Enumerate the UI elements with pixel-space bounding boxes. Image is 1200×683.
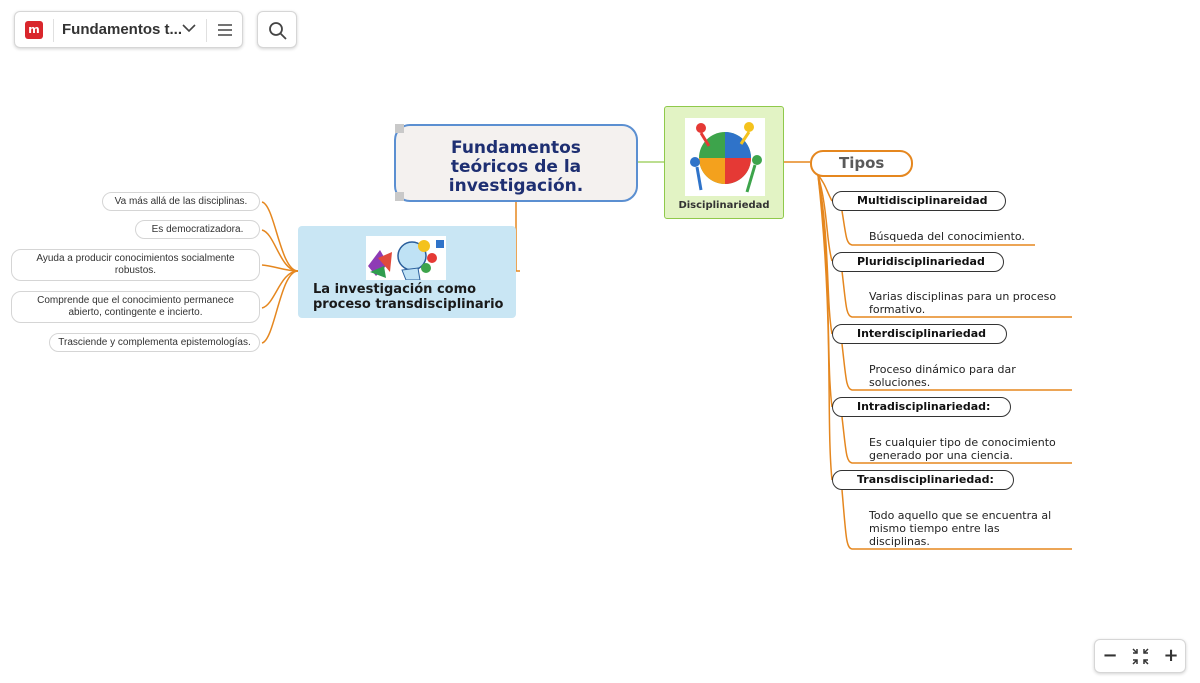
discipline-label: Disciplinariedad xyxy=(678,200,770,211)
puzzle-figures-image xyxy=(685,118,765,196)
zoom-out-button[interactable]: − xyxy=(1102,645,1118,666)
central-topic-line: Fundamentos xyxy=(451,138,581,158)
type-description: Búsqueda del conocimiento. xyxy=(869,230,1025,243)
map-title[interactable]: Fundamentos t... xyxy=(62,21,182,38)
central-topic-line: teóricos de la xyxy=(450,157,582,177)
type-node-pluri[interactable]: Pluridisciplinariedad xyxy=(832,252,1004,272)
leaf-node[interactable]: Ayuda a producir conocimientos socialmen… xyxy=(11,249,260,281)
fit-to-screen-icon[interactable] xyxy=(1132,648,1149,665)
type-description: Varias disciplinas para un proceso forma… xyxy=(869,290,1057,316)
central-topic-line: investigación. xyxy=(448,176,584,196)
central-topic[interactable]: Fundamentos teóricos de la investigación… xyxy=(394,124,638,202)
type-node-inter[interactable]: Interdisciplinariedad xyxy=(832,324,1007,344)
divider xyxy=(206,19,207,42)
collapse-handle[interactable] xyxy=(395,192,404,201)
leaf-node[interactable]: Es democratizadora. xyxy=(135,220,260,239)
divider xyxy=(53,19,54,42)
transdisciplinary-label: La investigación como proceso transdisci… xyxy=(313,282,504,312)
chevron-down-icon[interactable] xyxy=(181,20,197,36)
transdisciplinary-node[interactable]: La investigación como proceso transdisci… xyxy=(298,226,516,318)
zoom-controls: − + xyxy=(1094,639,1186,673)
map-toolbar: m Fundamentos t... xyxy=(14,11,243,48)
type-node-trans[interactable]: Transdisciplinariedad: xyxy=(832,470,1014,490)
head-colors-image xyxy=(366,236,446,280)
logo-icon[interactable]: m xyxy=(25,21,43,39)
menu-icon[interactable] xyxy=(218,23,232,37)
type-description: Proceso dinámico para dar soluciones. xyxy=(869,363,1016,389)
types-node[interactable]: Tipos xyxy=(810,150,913,177)
type-node-multi[interactable]: Multidisciplinareidad xyxy=(832,191,1006,211)
leaf-node[interactable]: Va más allá de las disciplinas. xyxy=(102,192,260,211)
leaf-node[interactable]: Comprende que el conocimiento permanece … xyxy=(11,291,260,323)
type-description: Es cualquier tipo de conocimiento genera… xyxy=(869,436,1056,462)
type-node-intra[interactable]: Intradisciplinariedad: xyxy=(832,397,1011,417)
search-icon xyxy=(269,22,287,40)
leaf-node[interactable]: Trasciende y complementa epistemologías. xyxy=(49,333,260,352)
search-button[interactable] xyxy=(257,11,297,48)
zoom-in-button[interactable]: + xyxy=(1163,645,1179,666)
type-description: Todo aquello que se encuentra al mismo t… xyxy=(869,509,1052,548)
discipline-node[interactable]: Disciplinariedad xyxy=(664,106,784,219)
collapse-handle[interactable] xyxy=(395,124,404,133)
